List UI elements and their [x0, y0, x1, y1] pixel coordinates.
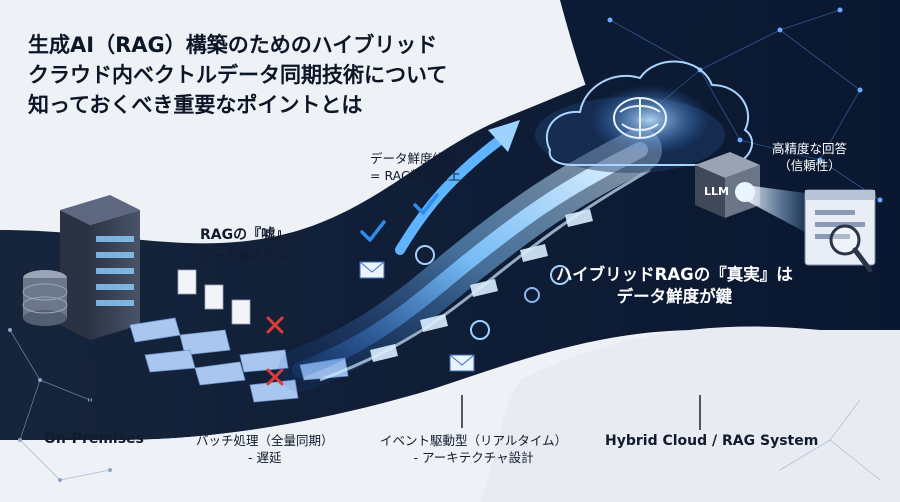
event-driven-label: イベント駆動型（リアルタイム） - アーキテクチャ設計 [380, 432, 567, 466]
rag-lie-label: RAGの『嘘』 データ鮮度不足 [200, 226, 289, 264]
truth-line-1: ハイブリッドRAGの『真実』は [556, 265, 793, 284]
server-icon [60, 195, 140, 340]
high-accuracy-line-1: 高精度な回答 [772, 141, 848, 156]
database-icon [22, 270, 68, 326]
event-line-2: - アーキテクチャ設計 [413, 450, 534, 465]
title-line-3: 知っておくべき重要なポイントとは [28, 93, 363, 117]
rag-lie-sub: データ鮮度不足 [200, 248, 288, 263]
event-line-1: イベント駆動型（リアルタイム） [380, 433, 568, 448]
envelope-icon [359, 261, 475, 372]
title-line-1: 生成AI（RAG）構築のためのハイブリッド [28, 33, 438, 57]
gear-icon [524, 287, 540, 303]
page-title: 生成AI（RAG）構築のためのハイブリッド クラウド内ベクトルデータ同期技術につ… [28, 30, 447, 120]
freshness-line-2: = RAG精度向上 [370, 168, 461, 183]
batch-line-2: - 遅延 [248, 450, 282, 465]
truth-label: ハイブリッドRAGの『真実』は データ鮮度が鍵 [556, 264, 793, 308]
hybrid-cloud-label: Hybrid Cloud / RAG System [605, 433, 819, 449]
freshness-line-1: データ鮮度維持 [370, 151, 458, 166]
rag-lie-title: RAGの『嘘』 [200, 227, 290, 243]
freshness-label: データ鮮度維持 = RAG精度向上 [370, 150, 461, 184]
batch-label: バッチ処理（全量同期） - 遅延 [196, 432, 334, 466]
arrow-up-icon [395, 120, 520, 255]
checkmark-icon [360, 193, 439, 242]
document-icon [177, 269, 251, 325]
magnifier-icon [829, 224, 873, 273]
batch-line-1: バッチ処理（全量同期） [196, 433, 334, 448]
sync-icon [415, 245, 570, 340]
llm-label: LLM [704, 185, 729, 198]
title-line-2: クラウド内ベクトルデータ同期技術について [28, 63, 448, 87]
truth-line-2: データ鮮度が鍵 [616, 287, 733, 306]
high-accuracy-line-2: （信頼性） [778, 158, 841, 173]
high-accuracy-label: 高精度な回答 （信頼性） [772, 140, 847, 174]
on-premises-label: On-Premises [44, 431, 144, 447]
brain-icon [613, 97, 667, 139]
